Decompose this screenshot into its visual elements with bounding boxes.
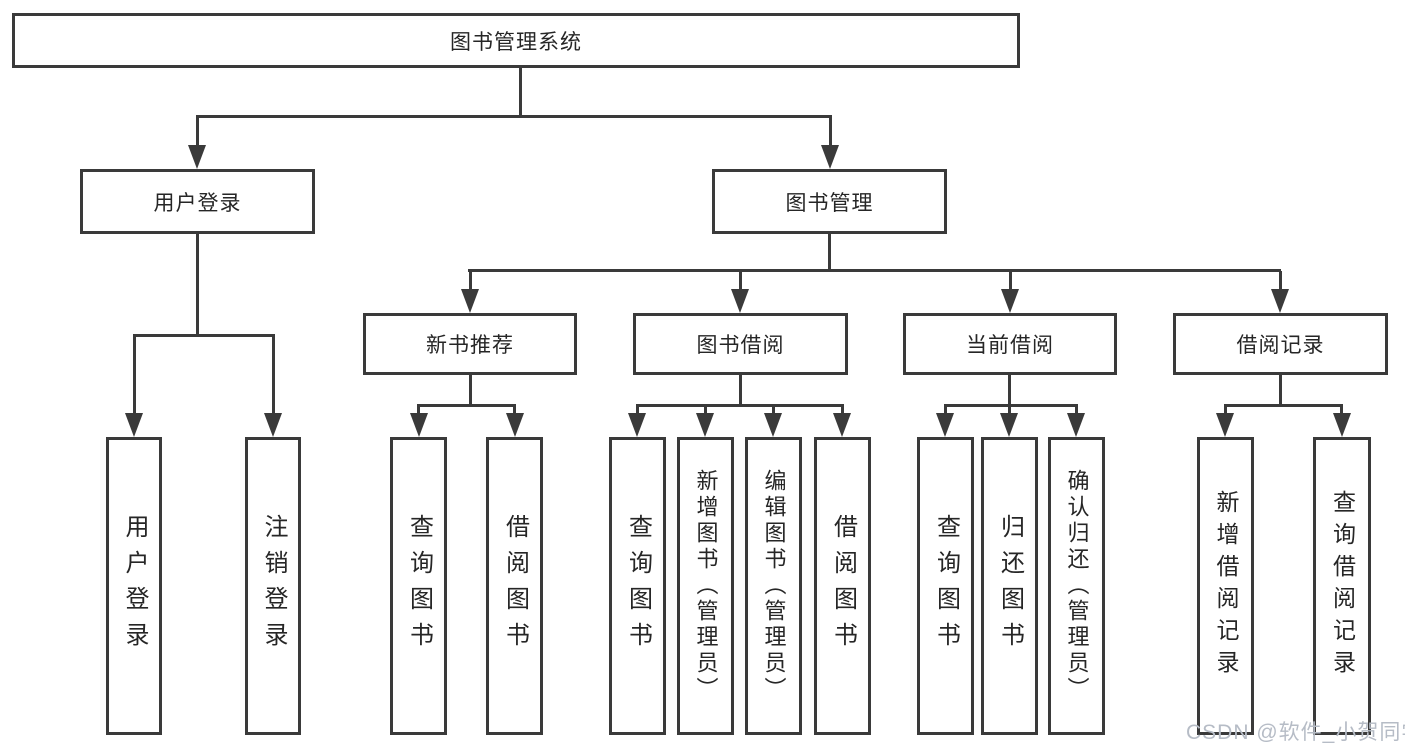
connector-line	[468, 269, 1281, 272]
connector-line	[1008, 375, 1011, 405]
leaf-query-borrow-record-label: 查询借阅记录	[1329, 490, 1356, 682]
connector-line	[196, 115, 832, 118]
connector-arrow	[125, 413, 143, 437]
connector-line	[944, 405, 947, 416]
leaf-query-borrow-record: 查询借阅记录	[1313, 437, 1371, 735]
connector-line	[829, 117, 832, 149]
node-new-book-recommend: 新书推荐	[363, 313, 577, 375]
node-root: 图书管理系统	[12, 13, 1020, 68]
connector-line	[1279, 375, 1282, 405]
leaf-confirm-return-admin-label: 确认归还（管理员）	[1064, 469, 1090, 703]
leaf-query-book-2-label: 查询图书	[624, 514, 652, 658]
connector-line	[1279, 271, 1282, 291]
connector-arrow	[1000, 413, 1018, 437]
connector-arrow	[264, 413, 282, 437]
leaf-query-book-3-label: 查询图书	[932, 514, 960, 658]
connector-arrow	[188, 145, 206, 169]
leaf-borrow-book-2-label: 借阅图书	[829, 514, 857, 658]
leaf-query-book-1-label: 查询图书	[405, 514, 433, 658]
connector-arrow	[1216, 413, 1234, 437]
leaf-return-book: 归还图书	[981, 437, 1038, 735]
connector-arrow	[764, 413, 782, 437]
connector-line	[1009, 271, 1012, 291]
connector-arrow	[833, 413, 851, 437]
leaf-add-book-admin-label: 新增图书（管理员）	[693, 469, 719, 703]
connector-line	[828, 234, 831, 271]
connector-line	[1224, 405, 1227, 416]
node-user-login: 用户登录	[80, 169, 315, 234]
leaf-query-book-3: 查询图书	[917, 437, 974, 735]
leaf-user-login: 用户登录	[106, 437, 162, 735]
leaf-confirm-return-admin: 确认归还（管理员）	[1048, 437, 1105, 735]
leaf-edit-book-admin-label: 编辑图书（管理员）	[761, 469, 787, 703]
leaf-query-book-1: 查询图书	[390, 437, 447, 735]
node-book-management: 图书管理	[712, 169, 947, 234]
connector-line	[133, 336, 136, 416]
connector-arrow	[1001, 289, 1019, 313]
connector-line	[133, 334, 275, 337]
connector-line	[272, 336, 275, 416]
connector-line	[417, 404, 516, 407]
connector-line	[944, 404, 1078, 407]
connector-line	[417, 405, 420, 416]
connector-line	[1008, 405, 1011, 416]
csdn-watermark: CSDN @软件_小贺同学	[1186, 721, 1405, 744]
connector-arrow	[1067, 413, 1085, 437]
leaf-user-login-label: 用户登录	[121, 514, 148, 658]
leaf-borrow-book-1: 借阅图书	[486, 437, 543, 735]
leaf-logout-label: 注销登录	[260, 514, 287, 658]
connector-arrow	[1333, 413, 1351, 437]
connector-arrow	[410, 413, 428, 437]
leaf-logout: 注销登录	[245, 437, 301, 735]
connector-line	[841, 405, 844, 416]
connector-arrow	[821, 145, 839, 169]
connector-line	[469, 375, 472, 405]
connector-line	[739, 375, 742, 405]
connector-arrow	[461, 289, 479, 313]
connector-line	[704, 405, 707, 416]
connector-arrow	[506, 413, 524, 437]
node-current-borrow: 当前借阅	[903, 313, 1117, 375]
connector-line	[196, 234, 199, 335]
leaf-borrow-book-1-label: 借阅图书	[501, 514, 529, 658]
leaf-add-borrow-record: 新增借阅记录	[1197, 437, 1254, 735]
connector-line	[636, 404, 844, 407]
connector-arrow	[696, 413, 714, 437]
node-book-borrow: 图书借阅	[633, 313, 848, 375]
connector-line	[772, 405, 775, 416]
connector-line	[1224, 404, 1343, 407]
leaf-borrow-book-2: 借阅图书	[814, 437, 871, 735]
connector-line	[513, 405, 516, 416]
connector-arrow	[628, 413, 646, 437]
leaf-edit-book-admin: 编辑图书（管理员）	[745, 437, 802, 735]
connector-arrow	[936, 413, 954, 437]
leaf-return-book-label: 归还图书	[996, 514, 1024, 658]
connector-line	[469, 271, 472, 291]
leaf-query-book-2: 查询图书	[609, 437, 666, 735]
connector-arrow	[1271, 289, 1289, 313]
connector-arrow	[731, 289, 749, 313]
connector-line	[636, 405, 639, 416]
connector-line	[1075, 405, 1078, 416]
connector-line	[196, 117, 199, 149]
node-borrow-records: 借阅记录	[1173, 313, 1388, 375]
connector-line	[1340, 405, 1343, 416]
connector-line	[739, 271, 742, 291]
connector-line	[519, 67, 522, 117]
leaf-add-book-admin: 新增图书（管理员）	[677, 437, 734, 735]
leaf-add-borrow-record-label: 新增借阅记录	[1213, 490, 1239, 682]
